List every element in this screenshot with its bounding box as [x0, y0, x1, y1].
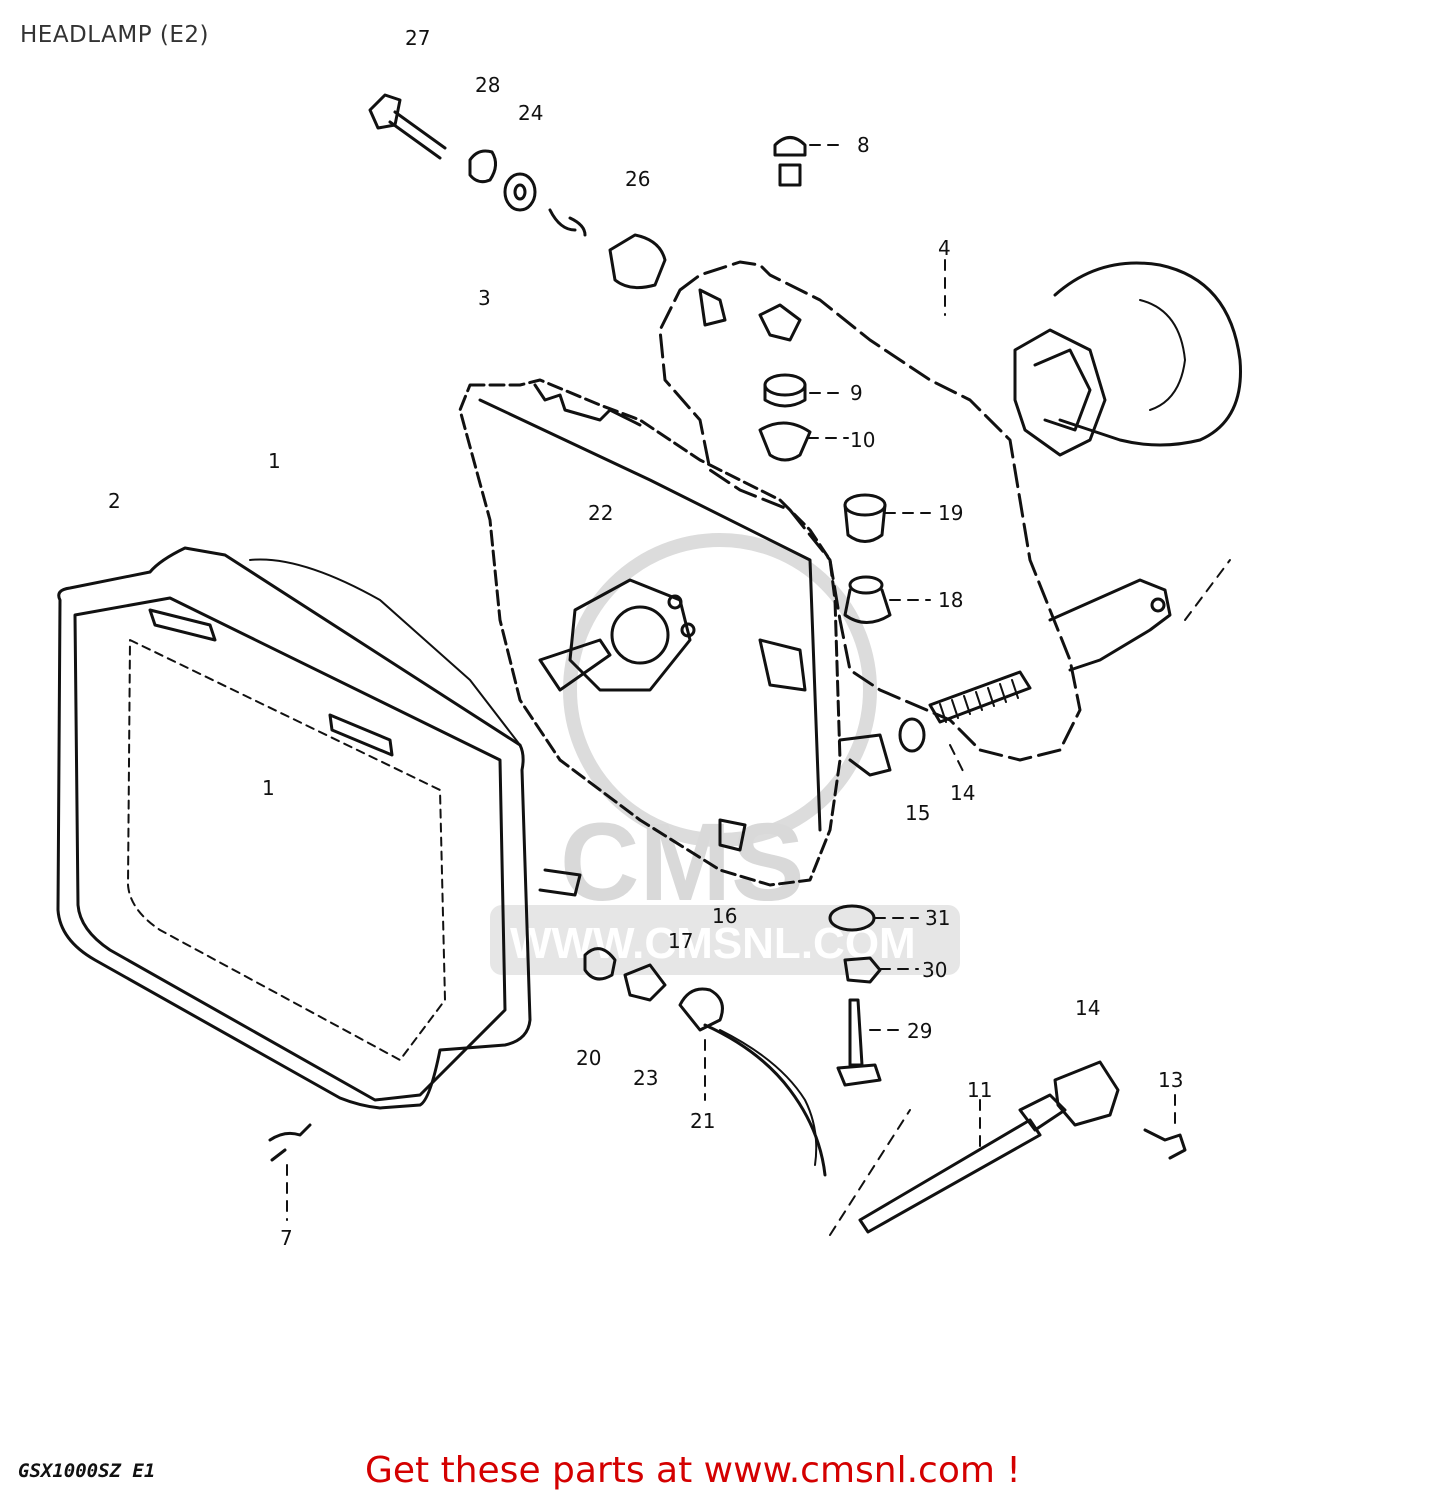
callout-22: 22	[588, 501, 613, 525]
exploded-parts-diagram: CMS WWW.CMSNL.COM	[56, 26, 1242, 1250]
leader-lines	[286, 144, 1231, 1236]
callout-7: 7	[280, 1226, 293, 1250]
callout-29: 29	[907, 1019, 932, 1043]
watermark-brand: CMS	[560, 801, 804, 924]
callout-16: 16	[712, 904, 737, 928]
watermark: CMS WWW.CMSNL.COM	[490, 533, 960, 975]
callout-17: 17	[668, 929, 693, 953]
callout-13: 13	[1158, 1068, 1183, 1092]
page-title: HEADLAMP (E2)	[20, 22, 209, 48]
headlamp-unit	[56, 546, 582, 1110]
bulb-socket	[538, 578, 696, 692]
grommets	[758, 373, 892, 624]
rim-case	[458, 378, 892, 887]
callout-numbers: 27 28 24 26 8 4 3 9 10 1 2 22 19 18 14 1…	[108, 26, 1183, 1250]
callout-31: 31	[925, 906, 950, 930]
callout-27: 27	[405, 26, 430, 50]
callout-1: 1	[268, 449, 281, 473]
small-hardware	[268, 93, 1187, 1234]
bulb-cover	[1013, 261, 1242, 457]
callout-23: 23	[633, 1066, 658, 1090]
callout-24: 24	[518, 101, 543, 125]
callout-26: 26	[625, 167, 650, 191]
callout-19: 19	[938, 501, 963, 525]
callout-8: 8	[857, 133, 870, 157]
callout-4: 4	[938, 236, 951, 260]
callout-28: 28	[475, 73, 500, 97]
callout-30: 30	[922, 958, 947, 982]
callout-10: 10	[850, 428, 875, 452]
callout-18: 18	[938, 588, 963, 612]
headlamp-housing	[658, 260, 1172, 762]
callout-11: 11	[967, 1078, 992, 1102]
adjusting-spring	[898, 670, 1032, 753]
callout-14: 14	[950, 781, 975, 805]
callout-9: 9	[850, 381, 863, 405]
callout-20: 20	[576, 1046, 601, 1070]
promo-link[interactable]: Get these parts at www.cmsnl.com !	[365, 1450, 1021, 1491]
model-code: GSX1000SZ E1	[18, 1460, 156, 1482]
callout-1b: 1	[262, 776, 275, 800]
callout-21: 21	[690, 1109, 715, 1133]
callout-14b: 14	[1075, 996, 1100, 1020]
callout-2: 2	[108, 489, 121, 513]
callout-3: 3	[478, 286, 491, 310]
callout-15: 15	[905, 801, 930, 825]
